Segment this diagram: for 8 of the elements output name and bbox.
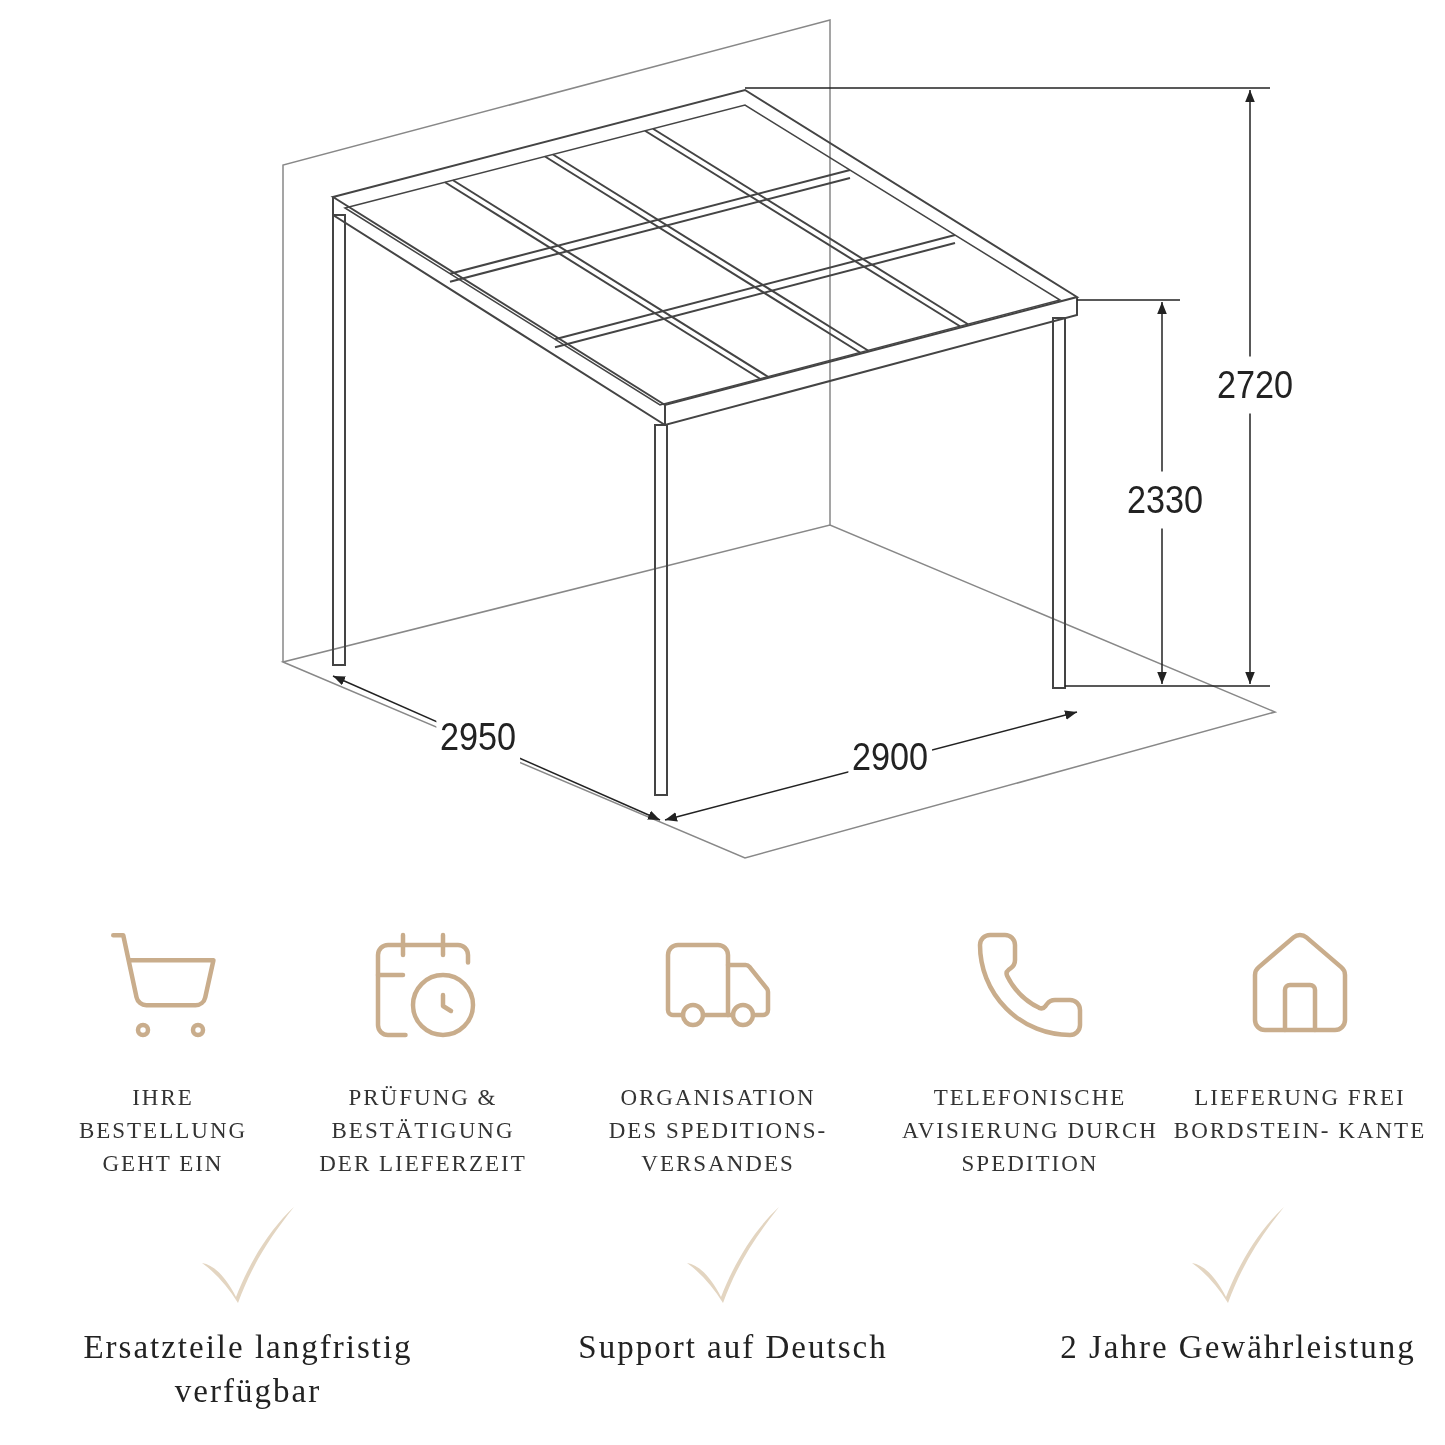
benefit-text: 2 Jahre Gewährleistung <box>1059 1328 1417 1367</box>
step-text: TELEFONISCHE AVISIERUNG DURCH SPEDITION <box>901 1084 1159 1178</box>
step-text: PRÜFUNG & BESTÄTIGUNG DER LIEFERZEIT <box>318 1084 528 1178</box>
step-text: ORGANISATION DES SPEDITIONS- VERSANDES <box>607 1084 829 1178</box>
step-text: IHRE BESTELLUNG GEHT EIN <box>77 1084 249 1178</box>
benefit-text: Support auf Deutsch <box>577 1328 889 1367</box>
step-text: LIEFERUNG FREI BORDSTEIN- KANTE <box>1172 1084 1428 1145</box>
benefit-text: Ersatzteile langfristig verfügbar <box>82 1328 414 1411</box>
